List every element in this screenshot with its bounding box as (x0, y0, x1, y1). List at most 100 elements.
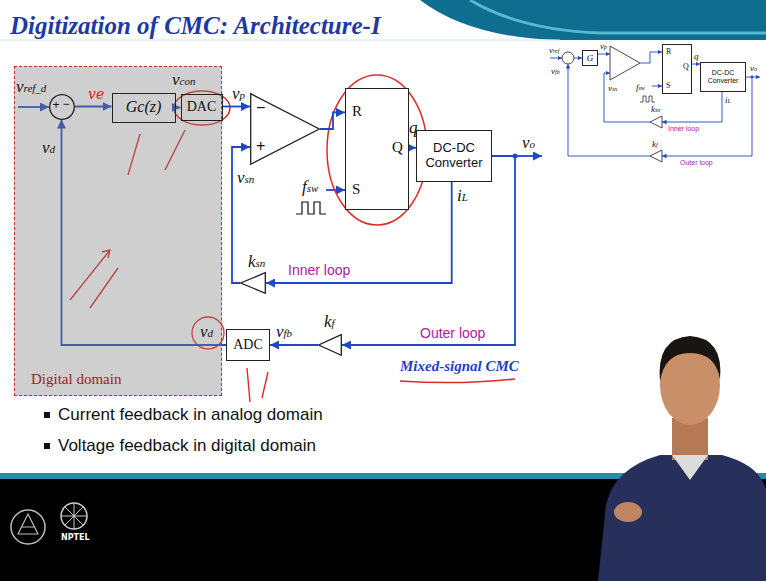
signal-wire (270, 344, 318, 346)
sign-symbol: − (256, 99, 265, 117)
pin-name: S (666, 81, 670, 90)
pen-note: ve (88, 86, 104, 102)
dac-box: DAC (181, 94, 223, 121)
thumb-wire (640, 52, 662, 63)
signal-label: fsw (302, 177, 318, 197)
comparator-symbol: −+ (250, 93, 320, 165)
nptel-logo (61, 503, 87, 529)
signal-label: vo (522, 133, 535, 153)
signal-wire (409, 147, 416, 149)
thumb-sr-latch: R Q S (662, 44, 692, 94)
thumb-wire (662, 92, 722, 122)
presenter-collar (672, 455, 708, 480)
circle-outline (49, 94, 74, 119)
block-name: ADC (233, 337, 263, 353)
bullet-text: Current feedback in analog domain (58, 405, 323, 425)
sign-symbol: − (63, 98, 70, 112)
gain-name: kf (652, 139, 658, 149)
presenter-hair (660, 336, 721, 382)
transfer-function: Gc(z) (126, 98, 162, 116)
thumb-junction-dot (751, 76, 754, 79)
block-name: DC-DC Converter (704, 69, 742, 85)
thumb-wire (598, 54, 610, 55)
diagram-caption: Mixed-signal CMC (400, 358, 519, 375)
controller-box: Gc(z) (112, 93, 176, 123)
thumb-wire (550, 58, 562, 59)
current-sense-gain: ksn (240, 272, 266, 294)
presenter-shirt (598, 455, 766, 581)
thumb-wire (604, 73, 650, 122)
block-name: DC-DC Converter (420, 141, 488, 171)
triangle-outline (241, 273, 266, 294)
institute-logo-mark (18, 514, 38, 534)
signal-label: vfb (551, 66, 560, 76)
loop-label: Outer loop (680, 159, 713, 167)
pen-annotation (247, 368, 268, 402)
pin-name: Q (683, 62, 689, 71)
signal-label: iL (725, 95, 731, 105)
gain-name: kf (324, 312, 335, 332)
thumb-summing-junction (562, 52, 574, 64)
top-band (420, 0, 766, 40)
thumb-gain-symbol (650, 150, 662, 162)
signal-label: vo (750, 63, 757, 73)
thumb-wire (746, 77, 760, 78)
clock-pulse-symbol (296, 202, 326, 214)
signal-label: q (409, 118, 418, 138)
signal-label: vd (200, 322, 213, 342)
loop-label: Outer loop (420, 325, 485, 341)
region-caption: Digital domain (31, 371, 121, 388)
thumb-clock-pulse (640, 96, 655, 102)
signal-label: vfb (276, 322, 292, 342)
thumb-wire (568, 64, 650, 156)
node-outline (49, 94, 75, 120)
digital-domain-region: Digital domain +− Gc(z) DAC (14, 66, 222, 396)
signal-label: iL (457, 186, 468, 206)
node-outline (318, 334, 342, 356)
thumb-wire (652, 86, 662, 87)
node-outline (240, 272, 266, 294)
gain-name: ksn (651, 104, 660, 114)
logo-text: NPTEL (61, 533, 90, 542)
loop-label: Inner loop (288, 262, 350, 278)
signal-label: q (694, 51, 699, 61)
signal-wire (320, 112, 345, 129)
sr-latch: R Q S (345, 88, 409, 210)
signal-wire (223, 106, 251, 108)
presenter-hand (614, 502, 642, 522)
bullet-text: Voltage feedback in digital domain (58, 436, 316, 456)
pen-underline (400, 379, 515, 383)
thumb-comparator-symbol (610, 46, 640, 80)
summing-junction: +− (49, 94, 75, 120)
signal-label: vsn (608, 83, 617, 93)
pin-name: R (666, 47, 671, 56)
slide-title: Digitization of CMC: Architecture-I (10, 12, 381, 41)
signal-label: vcon (172, 70, 195, 90)
signal-label: vref_d (16, 77, 46, 97)
thumb-wire (574, 58, 582, 59)
signal-label: fsw (636, 82, 645, 92)
pin-name: R (352, 103, 362, 120)
gain-name: ksn (248, 252, 265, 272)
thumb-gain-symbol (650, 116, 662, 128)
signal-label: vp (600, 41, 607, 51)
block-name: DAC (187, 99, 217, 115)
signal-wire (692, 64, 700, 65)
signal-label: vref (549, 45, 559, 55)
thumb-dc-dc-box: DC-DC Converter (700, 62, 746, 92)
adc-box: ADC (226, 329, 270, 361)
sign-symbol: + (256, 137, 265, 155)
bullet-mark (44, 443, 50, 449)
voltage-sense-gain: kf (318, 334, 342, 356)
sign-symbol: + (53, 99, 60, 113)
institute-logo (11, 510, 45, 544)
signal-label: vp (232, 84, 245, 104)
pin-name: Q (392, 139, 403, 156)
pin-name: S (352, 181, 360, 198)
output-wire (515, 155, 542, 157)
top-band-stripe (470, 0, 766, 33)
thumb-controller-box: G (582, 50, 598, 66)
triangle-outline (251, 94, 320, 165)
dc-dc-converter-box: DC-DC Converter (416, 130, 492, 182)
